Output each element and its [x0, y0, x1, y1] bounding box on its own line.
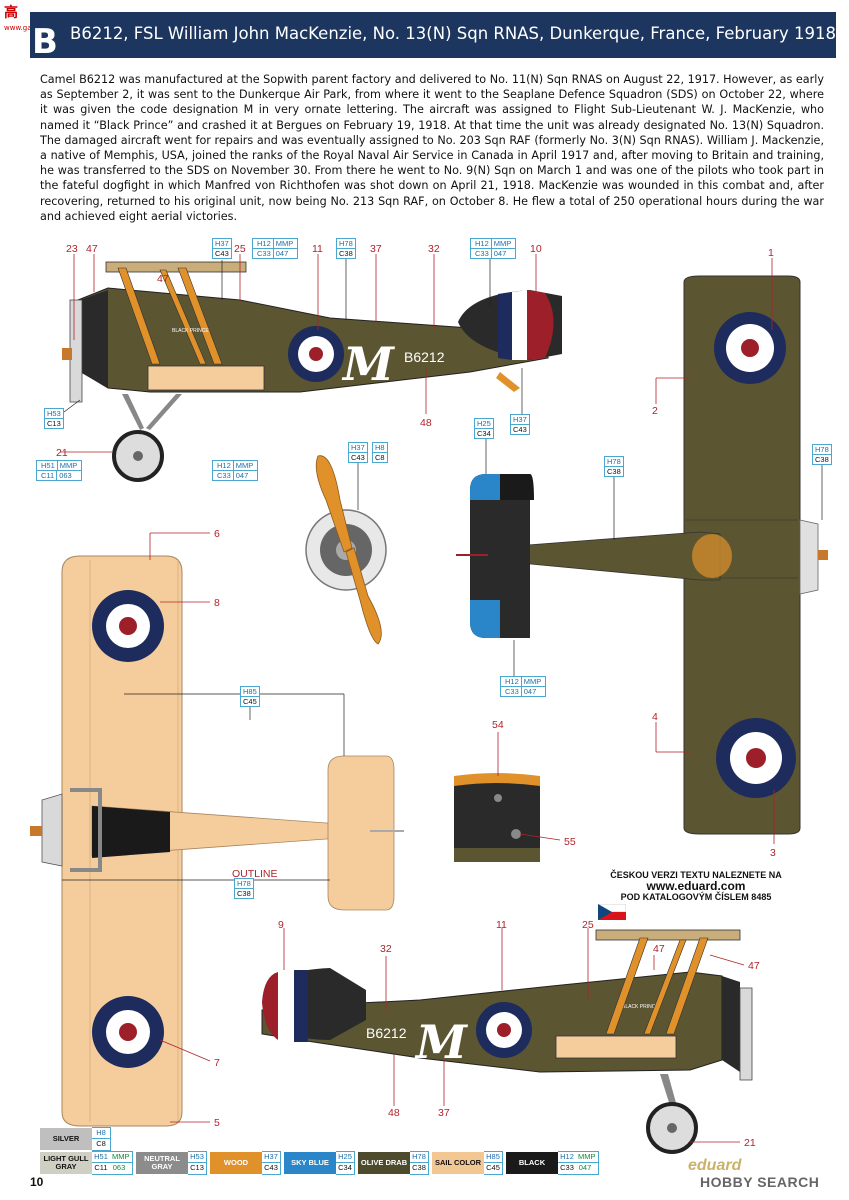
outline-label: OUTLINE [232, 868, 278, 880]
code-leader-lines [59, 258, 823, 896]
hobby-search-logo: HOBBY SEARCH [700, 1174, 820, 1190]
svg-text:11: 11 [496, 919, 507, 931]
czech-note-url[interactable]: www.eduard.com [646, 879, 746, 893]
czech-note-line3: POD KATALOGOVÝM ČÍSLEM 8485 [620, 892, 772, 902]
top-view [456, 275, 828, 835]
name-left: BLACK PRINCE [172, 328, 209, 334]
svg-text:9: 9 [278, 919, 284, 931]
svg-text:23: 23 [66, 243, 78, 255]
code-letter-left: M [341, 337, 396, 391]
profile-header: B B6212, FSL William John MacKenzie, No.… [30, 12, 836, 62]
side-profile-right: M B6212 BLACK PRINCE [261, 929, 753, 1154]
history-description: Camel B6212 was manufactured at the Sopw… [40, 73, 824, 223]
svg-text:11: 11 [312, 243, 323, 255]
svg-text:6: 6 [214, 528, 220, 540]
leader-lines [60, 254, 775, 1143]
czech-note: ČESKOU VERZI TEXTU NALEZNETE NA www.edua… [596, 870, 796, 903]
svg-text:2: 2 [652, 405, 658, 417]
profile-title: B6212, FSL William John MacKenzie, No. 1… [70, 24, 836, 43]
propeller-view [305, 455, 387, 645]
legend-swatch: LIGHT GULL GRAY [40, 1152, 92, 1174]
side-profile-left: M B6212 BLACK PRINCE [62, 261, 562, 482]
svg-text:54: 54 [492, 719, 504, 731]
legend-swatch: BLACK [506, 1152, 558, 1174]
serial-left: B6212 [404, 349, 445, 365]
callout-numbers: 23 47 25 47 11 37 32 10 21 48 1 2 4 3 6 … [56, 243, 776, 1149]
svg-text:3: 3 [770, 847, 776, 859]
code-letter-right: M [414, 1015, 469, 1069]
svg-text:47: 47 [653, 943, 665, 955]
legend-swatch: WOOD [210, 1152, 262, 1174]
svg-text:1: 1 [768, 247, 774, 259]
svg-text:25: 25 [582, 919, 594, 931]
page-number: 10 [30, 1175, 44, 1189]
svg-text:32: 32 [428, 243, 440, 255]
eduard-logo: eduard [688, 1157, 742, 1174]
underside-detail [454, 773, 540, 862]
svg-text:4: 4 [652, 711, 658, 723]
svg-text:55: 55 [564, 836, 576, 848]
svg-text:10: 10 [530, 243, 542, 255]
svg-text:37: 37 [370, 243, 382, 255]
svg-text:5: 5 [214, 1117, 220, 1129]
bottom-view [30, 555, 404, 1127]
svg-text:21: 21 [744, 1137, 756, 1149]
legend-swatch: NEUTRAL GRAY [136, 1152, 188, 1174]
svg-text:47: 47 [157, 273, 169, 285]
legend-swatch: SAIL COLOR [432, 1152, 484, 1174]
svg-text:47: 47 [748, 960, 760, 972]
name-right: BLACK PRINCE [622, 1004, 659, 1010]
svg-text:21: 21 [56, 447, 68, 459]
svg-text:8: 8 [214, 597, 220, 609]
legend-swatch: SKY BLUE [284, 1152, 336, 1174]
svg-text:48: 48 [420, 417, 432, 429]
svg-text:7: 7 [214, 1057, 220, 1069]
svg-text:32: 32 [380, 943, 392, 955]
legend-swatch: OLIVE DRAB [358, 1152, 410, 1174]
svg-text:48: 48 [388, 1107, 400, 1119]
serial-right: B6212 [366, 1025, 407, 1041]
svg-text:47: 47 [86, 243, 98, 255]
czech-note-line1: ČESKOU VERZI TEXTU NALEZNETE NA [610, 870, 782, 880]
watermark-logo: 高 [4, 5, 18, 21]
czech-flag-icon [598, 904, 626, 920]
legend-swatch: SILVER [40, 1128, 92, 1150]
svg-text:25: 25 [234, 243, 246, 255]
profile-letter: B [32, 22, 58, 62]
svg-text:37: 37 [438, 1107, 450, 1119]
